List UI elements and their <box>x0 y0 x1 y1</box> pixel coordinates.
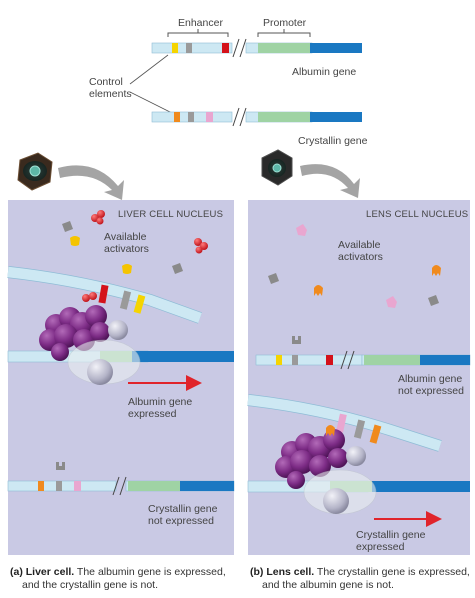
liver-nucleus-title: LIVER CELL NUCLEUS <box>118 209 223 220</box>
lens-caption: (b) Lens cell. The crystallin gene is ex… <box>250 566 472 592</box>
crystallin-dna-strand <box>151 107 362 127</box>
red-activator-2 <box>194 238 208 254</box>
liver-activators-label-2: activators <box>104 243 149 255</box>
liver-not-expressed-label-1: Crystallin gene <box>148 503 218 515</box>
lens-expressed-label-1: Crystallin gene <box>356 529 426 541</box>
control-leader-top <box>129 54 169 85</box>
liver-caption-bold: (a) Liver cell. <box>10 566 75 578</box>
promoter-bracket <box>257 29 311 37</box>
control-element-orange <box>174 112 180 122</box>
lens-caption-text-2: and the albumin gene is not. <box>262 579 394 591</box>
albumin-gene-label: Albumin gene <box>292 66 356 78</box>
lens-cell-panel: LENS CELL NUCLEUS Available activators <box>247 149 471 555</box>
liver-caption-text-2: and the crystallin gene is not. <box>22 579 158 591</box>
liver-bound-red-element <box>98 284 109 304</box>
lens-free-activators <box>268 224 441 308</box>
crystallin-gene-block <box>310 112 362 122</box>
lens-activators-label-1: Available <box>338 239 381 251</box>
liver-expressed-label-2: expressed <box>128 408 177 420</box>
top-dna-section: Enhancer Promoter Albumin gene Control e… <box>89 17 368 147</box>
liver-cell-panel: LIVER CELL NUCLEUS Available activators <box>7 152 235 555</box>
control-elements-label-2: elements <box>89 88 132 100</box>
promoter-label: Promoter <box>263 17 307 29</box>
liver-activators-label-1: Available <box>104 231 147 243</box>
liver-cell-icon <box>17 152 53 191</box>
liver-not-expressed-label-2: not expressed <box>148 515 214 527</box>
liver-curved-arrow <box>58 165 124 200</box>
liver-caption-text-1: The albumin gene is expressed, <box>74 566 226 578</box>
lens-expressed-label-2: expressed <box>356 541 405 553</box>
lens-cell-icon <box>261 149 293 186</box>
lens-caption-bold: (b) Lens cell. <box>250 566 315 578</box>
control-element-grey-2 <box>188 112 194 122</box>
lens-not-expressed-label-1: Albumin gene <box>398 373 462 385</box>
control-element-yellow <box>172 43 178 53</box>
control-element-pink <box>206 112 213 122</box>
albumin-gene-block <box>310 43 362 53</box>
control-element-red <box>222 43 229 53</box>
lens-not-expressed-label-2: not expressed <box>398 385 464 397</box>
lens-activators-label-2: activators <box>338 251 383 263</box>
liver-caption: (a) Liver cell. The albumin gene is expr… <box>10 566 238 592</box>
lens-albumin-dna <box>255 336 471 370</box>
crystallin-promoter <box>258 112 310 122</box>
lens-transcription-complex <box>275 425 377 515</box>
lens-caption-text-1: The crystallin gene is expressed, <box>314 566 470 578</box>
enhancer-bracket <box>167 29 229 37</box>
crystallin-gene-label: Crystallin gene <box>298 135 368 147</box>
enhancer-label: Enhancer <box>178 17 223 29</box>
albumin-dna-strand <box>151 38 362 58</box>
lens-nucleus-title: LENS CELL NUCLEUS <box>366 209 468 220</box>
control-elements-label-1: Control <box>89 76 123 88</box>
red-activator <box>91 210 105 225</box>
liver-crystallin-dna <box>7 462 235 496</box>
liver-expressed-label-1: Albumin gene <box>128 396 192 408</box>
control-element-grey <box>186 43 192 53</box>
liver-free-activators <box>62 210 208 274</box>
albumin-promoter <box>258 43 310 53</box>
lens-curved-arrow <box>300 164 360 198</box>
liver-transcription-complex <box>39 292 141 385</box>
control-leader-bottom <box>129 91 177 116</box>
